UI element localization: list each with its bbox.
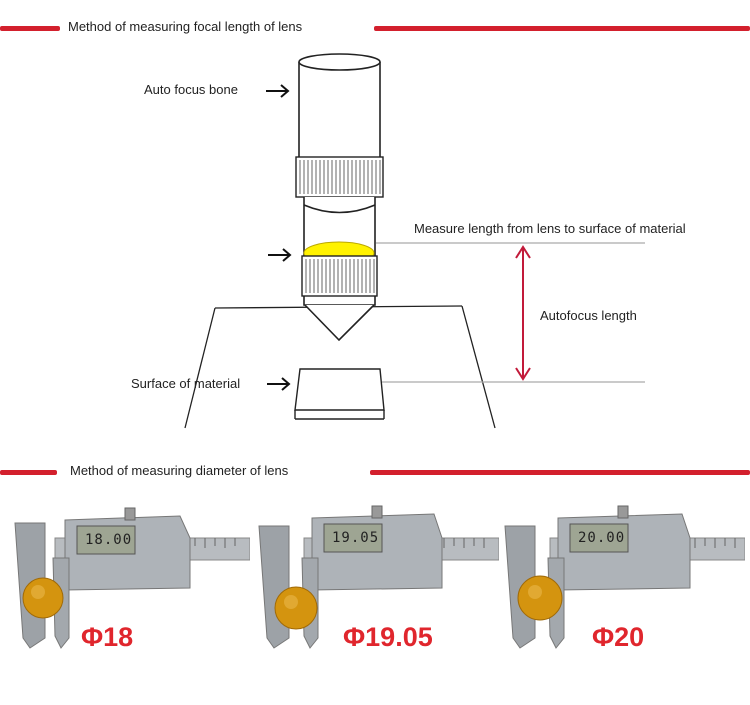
focal-length-section-title: Method of measuring focal length of lens bbox=[68, 19, 303, 34]
caliper-lcd-readout: 19.05 bbox=[332, 530, 380, 546]
caliper-illustration bbox=[258, 505, 499, 649]
nozzle-cone bbox=[304, 304, 375, 342]
header-accent-bar-right bbox=[370, 470, 750, 475]
lens-pointer-arrow bbox=[268, 248, 292, 262]
focal-length-section-header: Method of measuring focal length of lens bbox=[0, 18, 750, 38]
auto-focus-bone-tube bbox=[298, 53, 381, 163]
caliper-photo-19-05: 19.05 bbox=[254, 498, 499, 668]
diameter-label-20: Φ20 bbox=[592, 622, 645, 652]
upper-knurled-ring bbox=[295, 156, 384, 198]
caliper-lcd-readout: 20.00 bbox=[578, 530, 626, 546]
caliper-photo-18: 18.00 bbox=[5, 498, 250, 668]
diameter-label-18: Φ18 bbox=[81, 622, 134, 652]
diameter-section-title: Method of measuring diameter of lens bbox=[70, 463, 289, 478]
auto-focus-bone-label: Auto focus bone bbox=[144, 82, 238, 97]
header-accent-bar-left bbox=[0, 26, 60, 31]
material-block bbox=[294, 368, 385, 420]
surface-of-material-label: Surface of material bbox=[131, 376, 241, 391]
auto-focus-bone-pointer-arrow bbox=[266, 84, 290, 98]
focal-length-diagram bbox=[184, 53, 645, 429]
diameter-section-header: Method of measuring diameter of lens bbox=[0, 462, 750, 482]
surface-pointer-arrow bbox=[267, 377, 291, 391]
caliper-illustration bbox=[14, 507, 250, 649]
caliper-lcd-readout: 18.00 bbox=[85, 532, 133, 548]
autofocus-length-arrow bbox=[515, 245, 531, 381]
autofocus-length-label: Autofocus length bbox=[540, 308, 637, 323]
header-accent-bar-right bbox=[374, 26, 750, 31]
diameter-label-19-05: Φ19.05 bbox=[343, 622, 433, 652]
measure-length-label: Measure length from lens to surface of m… bbox=[414, 221, 686, 236]
lower-knurled-ring bbox=[301, 255, 378, 297]
header-accent-bar-left bbox=[0, 470, 57, 475]
caliper-photo-20: 20.00 bbox=[500, 498, 745, 668]
caliper-illustration bbox=[504, 505, 745, 649]
